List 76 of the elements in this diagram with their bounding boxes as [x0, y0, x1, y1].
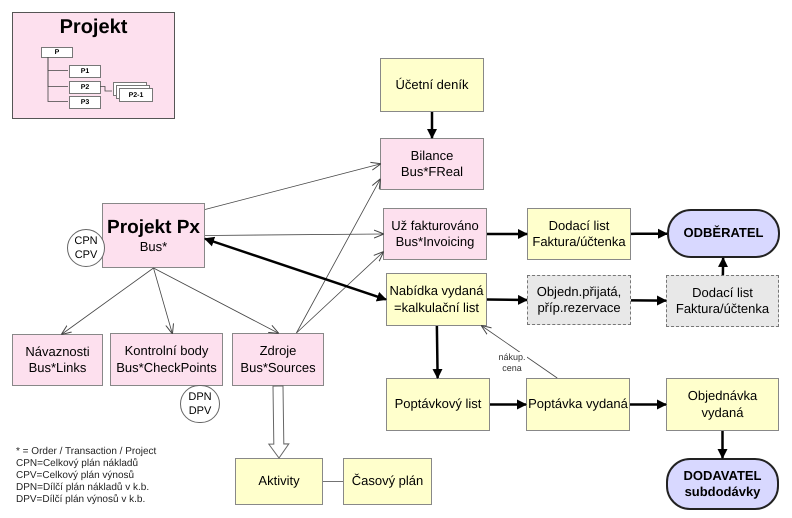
connector-line	[322, 481, 344, 482]
arrow	[480, 324, 558, 378]
node-text: Bilance Bus*FReal	[400, 148, 464, 180]
edge-label: nákup. cena	[497, 352, 527, 374]
process-box	[527, 275, 631, 325]
node-text: Bus*	[140, 239, 168, 256]
arrow	[153, 268, 174, 334]
arrow	[60, 268, 154, 336]
node-text: Dodací list Faktura/účtenka	[674, 284, 770, 318]
node-text: Nabídka vydaná =kalkulační list	[388, 283, 484, 316]
arrow	[432, 326, 442, 379]
process-box	[666, 275, 779, 327]
node-text: ODBĚRATEL	[684, 225, 764, 242]
tree-box	[41, 47, 73, 58]
arrow	[153, 268, 280, 334]
arrow	[630, 400, 667, 410]
arrow	[204, 230, 384, 239]
arrow	[204, 236, 387, 302]
node-text: DODAVATEL	[684, 468, 762, 484]
note-text: DPV=Dílčí plán výnosů v k.b.	[16, 494, 146, 506]
process-box	[526, 378, 630, 431]
node-text: Aktivity	[258, 473, 300, 490]
process-box	[380, 138, 484, 190]
arrow	[718, 431, 728, 459]
party-terminal	[667, 209, 780, 258]
node-text: Návaznosti Bus*Links	[24, 344, 91, 376]
node-text: Už fakturováno Bus*Invoicing	[390, 218, 480, 250]
node-text: Poptávkový list	[394, 396, 482, 413]
node-text: Projekt	[60, 17, 128, 37]
node-text: Dodací list Faktura/účtenka	[531, 218, 627, 250]
note-text: CPN=Celkový plán nákladů	[16, 458, 140, 470]
arrow	[486, 294, 528, 305]
process-box	[527, 208, 631, 260]
note-text: CPV=Celkový plán výnosů	[16, 470, 136, 482]
tree-box	[119, 88, 153, 102]
process-box	[386, 378, 490, 431]
process-box	[666, 378, 779, 431]
arrow	[631, 228, 668, 239]
node-text: Zdroje Bus*Sources	[239, 343, 317, 376]
node-text: subdodávky	[684, 484, 760, 500]
arrow	[487, 229, 528, 239]
tree-box	[69, 65, 101, 78]
node-text: Projekt Px	[107, 216, 200, 240]
party-terminal	[666, 458, 779, 510]
node-text: Kontrolní body Bus*CheckPoints	[115, 343, 218, 376]
process-box	[386, 273, 487, 326]
block-arrow	[268, 385, 290, 459]
project-frame	[12, 12, 175, 119]
process-box	[380, 58, 484, 112]
process-box	[235, 458, 323, 505]
process-box	[343, 458, 432, 505]
arrow	[296, 251, 384, 334]
note-text: * = Order / Transaction / Project	[16, 446, 156, 458]
node-text: Časový plán	[352, 473, 424, 490]
arrow	[427, 112, 437, 139]
node-text: Objednávka vydaná	[686, 388, 758, 421]
arrow	[718, 257, 728, 276]
tree-box	[69, 81, 101, 94]
node-text: CPN CPV	[73, 234, 99, 262]
arrow	[490, 400, 527, 410]
arrow	[630, 296, 667, 306]
note-text: DPN=Dílčí plán nákladů v k.b.	[16, 482, 150, 494]
node-text: Poptávka vydaná	[528, 396, 628, 413]
arrow	[204, 162, 382, 210]
project-box	[102, 203, 205, 268]
connector-line	[100, 86, 112, 92]
connector-line	[48, 56, 68, 102]
node-text: Účetní deník	[396, 76, 468, 94]
process-box	[232, 333, 324, 386]
node-text: Objedn.přijatá, příp.rezervace	[536, 284, 622, 316]
process-box	[383, 208, 487, 260]
process-box	[110, 333, 223, 386]
node-text: DPN DPV	[187, 390, 213, 418]
tree-box	[69, 96, 101, 109]
arrow	[296, 178, 381, 334]
process-box	[12, 334, 103, 386]
